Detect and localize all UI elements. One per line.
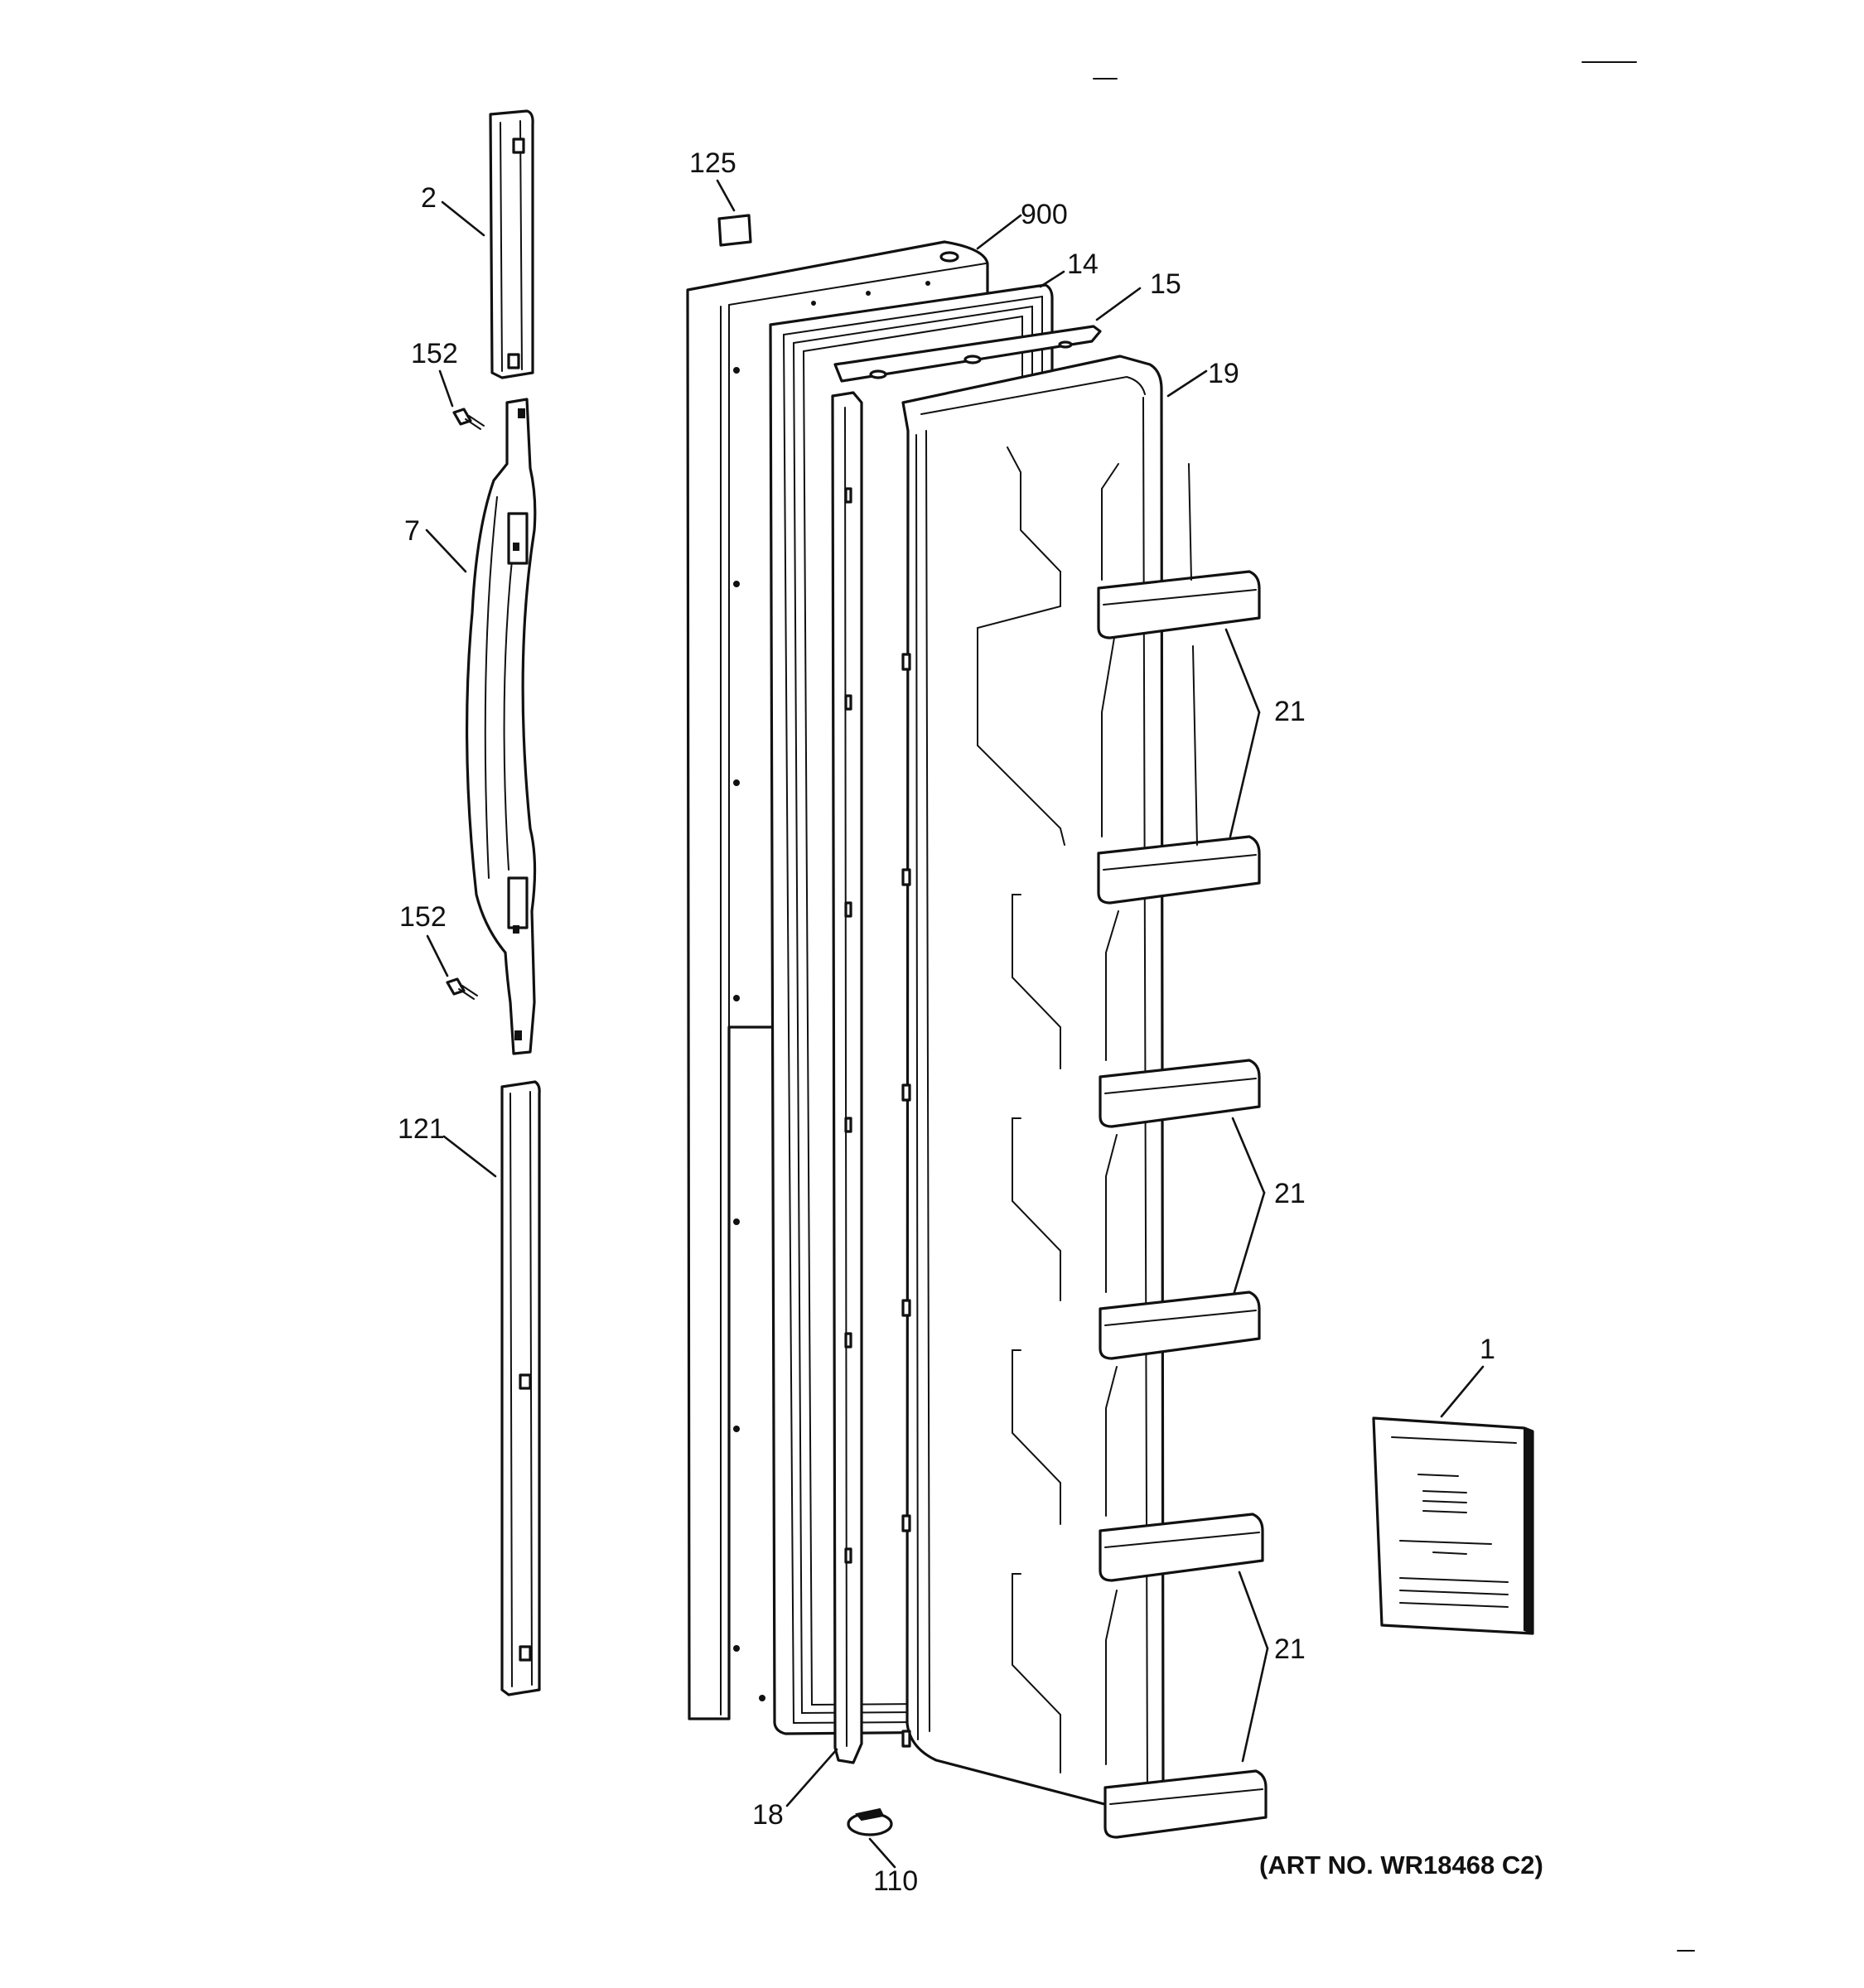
callout-110: 110 [873, 1865, 918, 1897]
callout-152-bottom: 152 [399, 901, 447, 933]
callout-7: 7 [404, 515, 420, 547]
callout-152-top: 152 [411, 338, 458, 369]
callout-14: 14 [1067, 248, 1099, 280]
part-152-screw-bottom [446, 977, 478, 1000]
art-number-caption: (ART NO. WR18468 C2) [1259, 1850, 1543, 1879]
callout-2: 2 [421, 182, 437, 214]
callout-labels: 2 152 7 152 121 125 900 14 15 19 21 21 2… [398, 147, 1495, 1897]
callout-1: 1 [1480, 1334, 1495, 1365]
liner-contours [977, 446, 1198, 1773]
part-125-plug [717, 214, 752, 247]
callout-15: 15 [1150, 268, 1181, 300]
callout-21-middle: 21 [1274, 1178, 1306, 1209]
part-152-screw-top [452, 408, 485, 430]
callout-900: 900 [1021, 199, 1068, 230]
leader-lines [425, 179, 1485, 1869]
part-7-handle [465, 398, 537, 1055]
callout-21-top: 21 [1274, 696, 1306, 727]
callout-21-bottom: 21 [1274, 1633, 1306, 1665]
callout-18: 18 [752, 1799, 784, 1831]
part-15-bracket [833, 325, 1102, 383]
part-110-plug [847, 1807, 893, 1836]
callout-125: 125 [689, 147, 736, 179]
part-121-handle-cap [500, 1080, 541, 1696]
callout-121: 121 [398, 1113, 445, 1145]
callout-19: 19 [1208, 358, 1239, 389]
part-1-booklet [1372, 1416, 1534, 1635]
part-2-handle-cap [489, 109, 534, 379]
part-18-strip [831, 391, 863, 1764]
part-21-shelf-bars [1097, 570, 1268, 1839]
